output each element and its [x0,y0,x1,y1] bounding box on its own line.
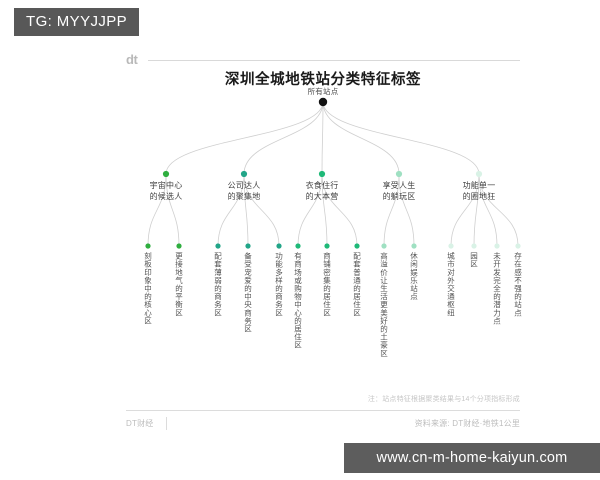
header-divider [148,60,520,61]
tree-link [322,101,400,175]
tree-node-level1-1[interactable] [240,170,248,178]
tree-node-leaf-label-13: 存在感不强的站点 [513,252,523,317]
dt-logo: dt [126,52,138,67]
tree-node-level1-4[interactable] [475,170,483,178]
tree-node-leaf-label-10: 城市对外交通枢纽 [446,252,456,317]
tree-node-level1-0[interactable] [162,170,170,178]
tree-node-level1-label-0: 宇宙中心的候选人 [149,181,183,201]
tree-node-leaf-0[interactable] [145,243,151,249]
tree-node-root[interactable] [318,97,328,107]
tree-link [321,173,358,247]
tree-node-leaf-4[interactable] [276,243,282,249]
tree-node-leaf-label-0: 刻板印象中的核心区 [143,252,153,325]
infographic-card: dt 深圳全城地铁站分类特征标签 所有站点宇宙中心的候选人 公司达人的聚集地 衣食住… [122,38,524,434]
footer-separator [166,417,167,430]
footnote: 注：站点特征根据聚类结果与14个分项指标形成 [367,396,520,403]
tree-node-leaf-11[interactable] [471,243,477,249]
footer-brand: DT财经 [126,419,154,428]
tree-link [321,173,328,247]
tree-link [165,101,324,175]
tree-link [322,101,480,175]
tree-link [321,101,324,175]
tree-link [243,101,324,175]
tree-node-leaf-8[interactable] [381,243,387,249]
page-title: 深圳全城地铁站分类特征标签 [224,72,422,88]
tree-link [450,173,480,247]
tree-link [147,173,167,247]
tree-node-leaf-10[interactable] [448,243,454,249]
tree-link [217,173,245,247]
tree-node-leaf-label-6: 商铺密集的居住区 [322,252,332,317]
card-header: dt [126,52,520,68]
tree-node-leaf-label-9: 休闲娱乐站点 [409,252,419,301]
tree-node-leaf-12[interactable] [494,243,500,249]
tree-node-level1-3[interactable] [395,170,403,178]
tree-node-leaf-label-1: 更接地气的平衡区 [174,252,184,317]
tree-node-level1-label-1: 公司达人的聚集地 [227,181,261,201]
tree-node-leaf-6[interactable] [324,243,330,249]
tree-node-leaf-label-3: 备受宠爱的中央商务区 [243,252,253,333]
tree-node-leaf-label-2: 配套薄弱的商务区 [213,252,223,317]
tree-link [478,173,498,247]
tree-link [478,173,519,247]
tree-node-leaf-label-4: 功能多样的商务区 [274,252,284,317]
tree-node-level1-label-4: 功能单一的圈地狂 [462,181,496,201]
tree-node-leaf-label-7: 配套普通的居住区 [352,252,362,317]
tree-node-leaf-13[interactable] [515,243,521,249]
tree-link [383,173,400,247]
tree-link [398,173,415,247]
footer-divider [126,410,520,411]
tree-link [243,173,280,247]
tree-link [473,173,480,247]
tree-node-leaf-1[interactable] [176,243,182,249]
tree-node-leaf-label-5: 有商场或购物中心的居住区 [293,252,303,350]
tree-node-leaf-5[interactable] [295,243,301,249]
tree-node-leaf-label-11: 园区 [469,252,479,269]
card-footer: DT财经 资料来源: DT财经·地铁1公里 [126,416,520,432]
tree-node-level1-label-3: 享受人生的躺玩区 [382,181,416,201]
tree-links [147,101,519,247]
tree-node-leaf-3[interactable] [245,243,251,249]
tree-node-level1-label-2: 衣食住行的大本营 [305,181,339,201]
url-watermark-badge: www.cn-m-home-kaiyun.com [344,443,600,473]
tree-node-leaf-label-8: 高溢价让生活更美好的土豪区 [379,252,389,358]
tree-node-leaf-9[interactable] [411,243,417,249]
tree-link [243,173,249,247]
tree-nodes [145,97,521,249]
footer-source: 资料来源: DT财经·地铁1公里 [414,419,520,428]
tree-node-level1-2[interactable] [318,170,326,178]
tree-node-leaf-2[interactable] [215,243,221,249]
tree-link [165,173,180,247]
tree-node-leaf-7[interactable] [354,243,360,249]
tree-node-leaf-label-12: 未开发完全的潜力点 [492,252,502,325]
tree-link [297,173,323,247]
tree-diagram [145,97,521,249]
tree-node-root-label: 所有站点 [307,87,339,96]
tg-watermark-badge: TG: MYYJJPP [14,8,140,36]
